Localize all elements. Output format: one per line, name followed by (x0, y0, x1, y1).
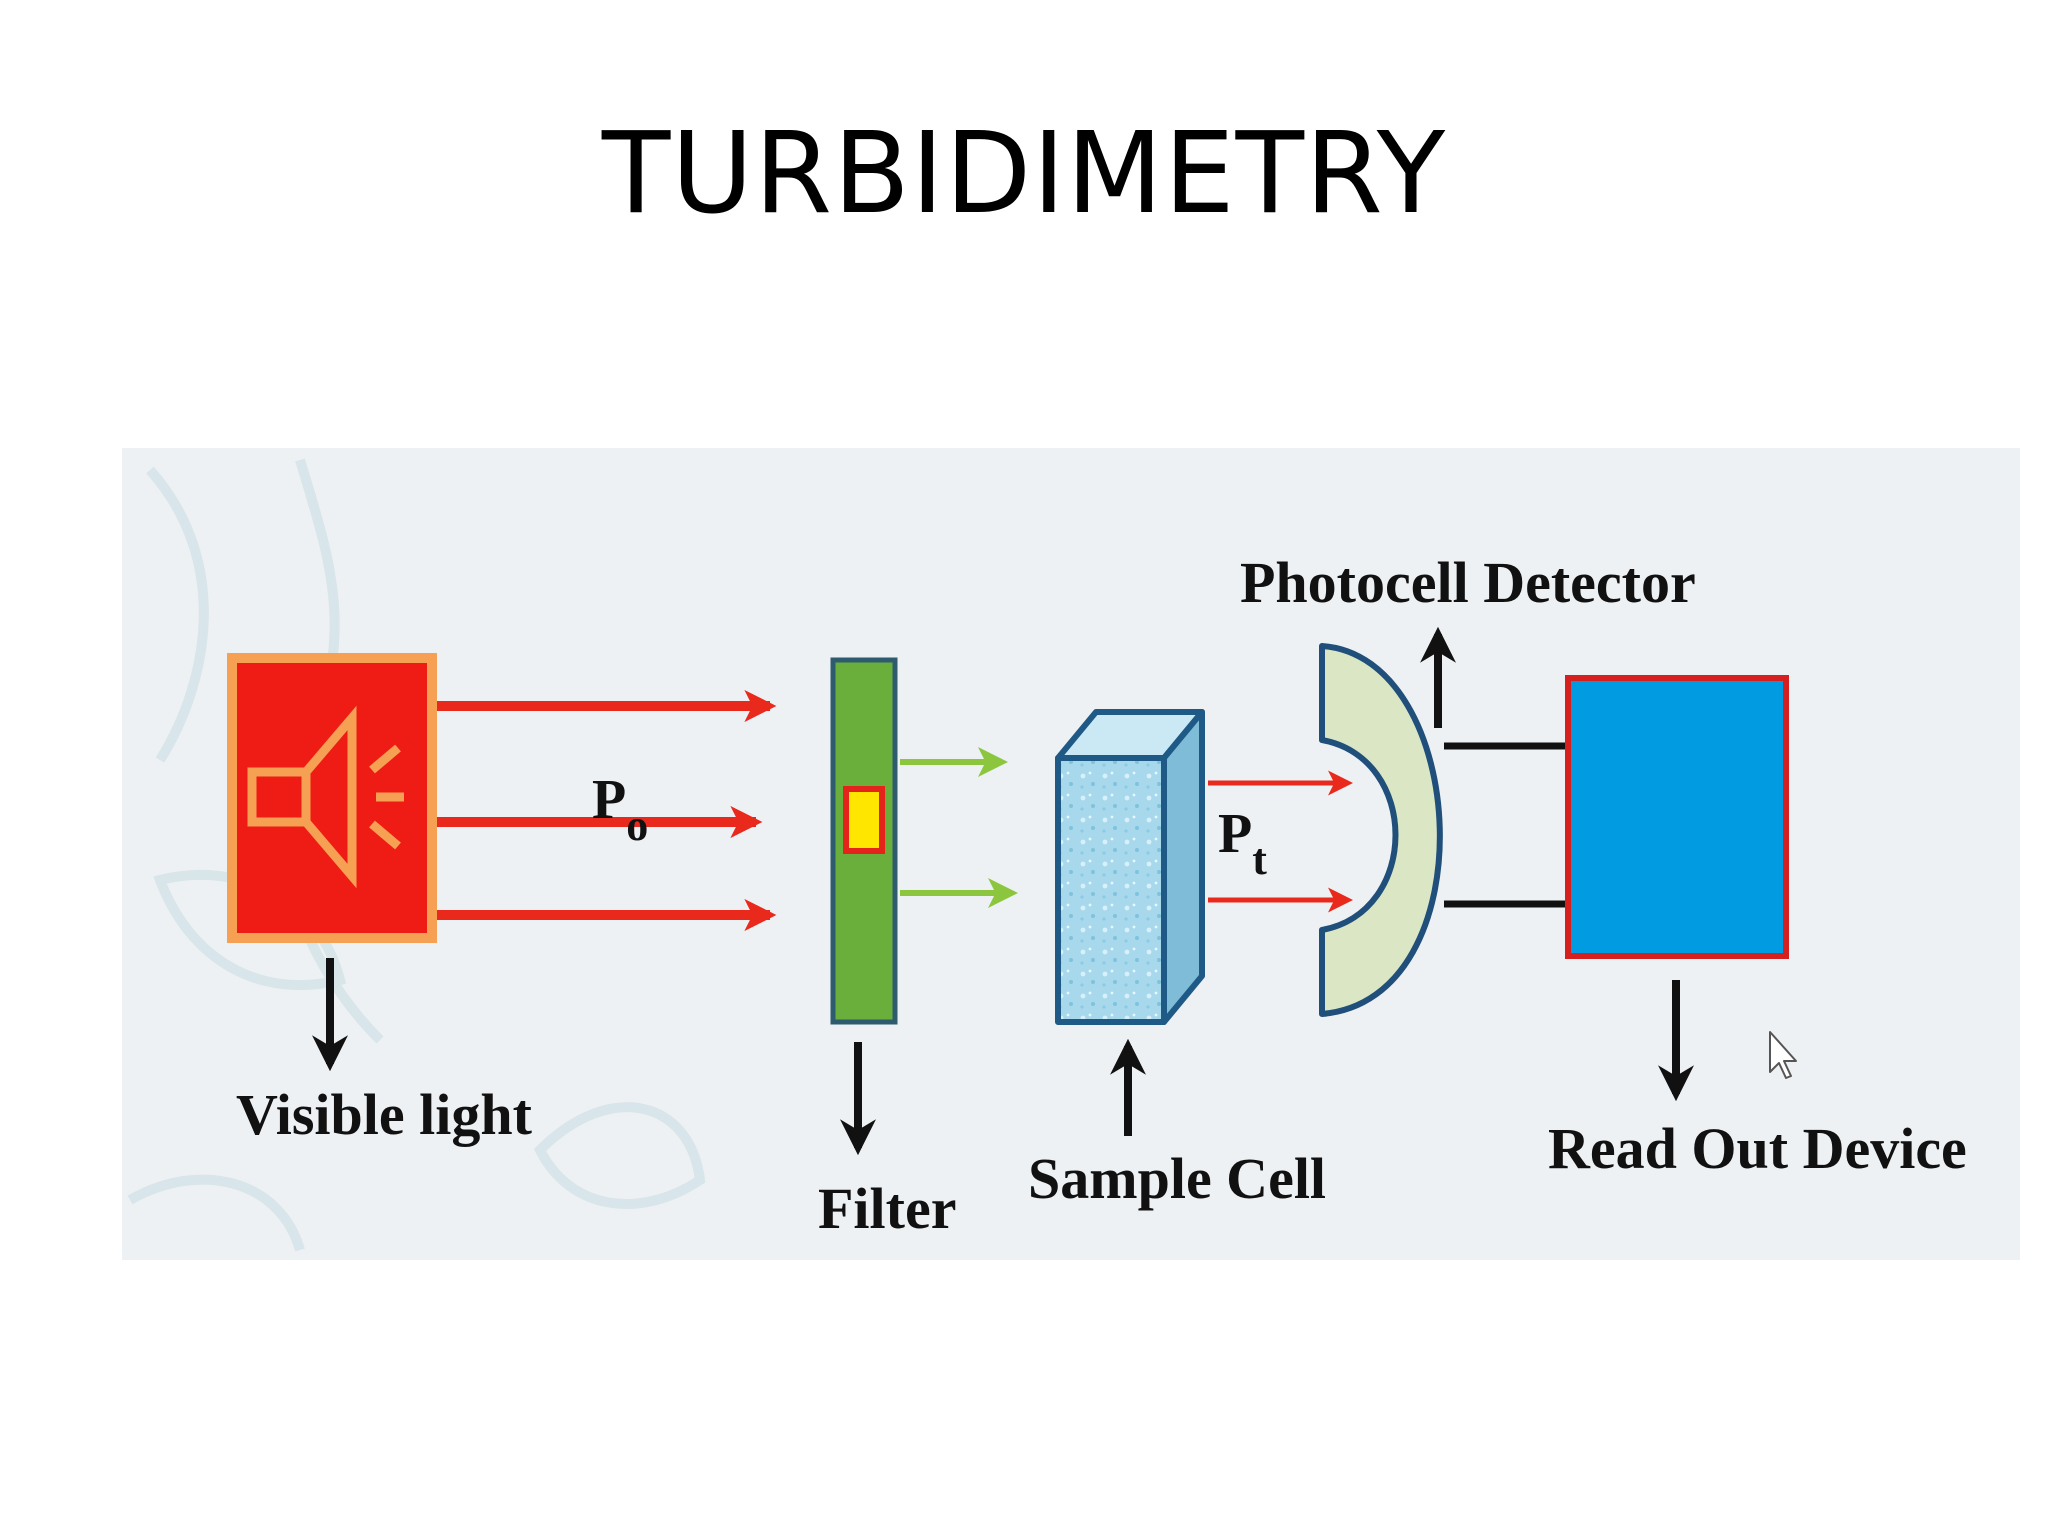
label-filter: Filter (818, 1176, 956, 1241)
filter-window (843, 786, 885, 854)
cursor-icon (1769, 1031, 1797, 1079)
label-photocell-detector: Photocell Detector (1240, 550, 1696, 615)
label-visible-light: Visible light (236, 1082, 533, 1147)
photocell-detector (1319, 643, 1443, 1017)
sample-cell (1055, 709, 1205, 1025)
speaker-icon (247, 705, 404, 889)
incident-beams (437, 689, 777, 932)
filter (830, 657, 898, 1025)
transmitted-beams (1208, 770, 1353, 913)
read-out-device (1565, 675, 1789, 959)
label-read-out-device: Read Out Device (1548, 1116, 1967, 1181)
slide-title: TURBIDIMETRY (601, 109, 1447, 239)
floral-watermark (127, 458, 706, 1252)
label-sample-cell: Sample Cell (1028, 1146, 1326, 1211)
incident-power-symbol: Po (592, 769, 648, 850)
detector-wires (1444, 742, 1568, 908)
label-pointer-arrows (312, 958, 1694, 1156)
transmitted-power-symbol: Pt (1218, 803, 1267, 884)
filtered-beams (900, 747, 1018, 908)
visible-light-source (227, 653, 437, 943)
